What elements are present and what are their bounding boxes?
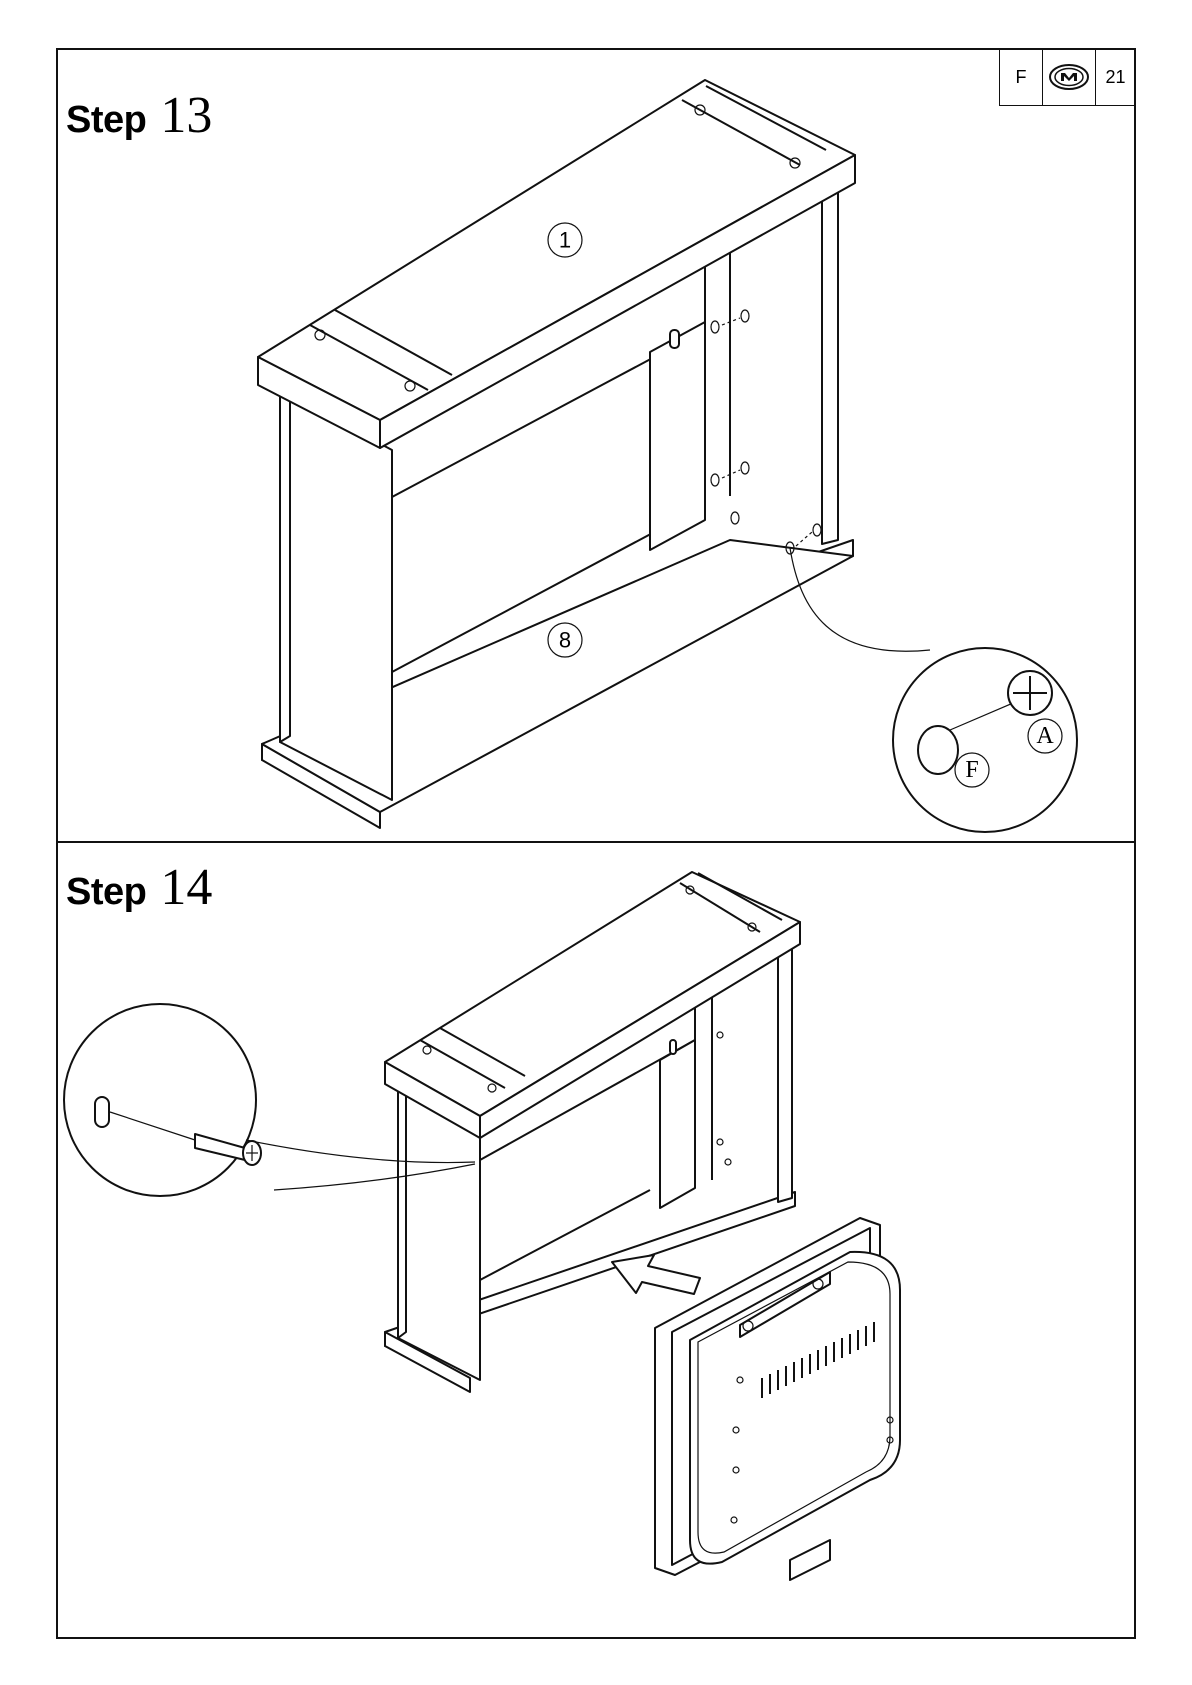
hardware-label-f: F bbox=[965, 757, 978, 783]
part-label-8: 8 bbox=[559, 628, 571, 653]
part-label-1: 1 bbox=[559, 228, 571, 253]
step-13-mantel-drawing: 1 8 A F bbox=[258, 80, 1077, 832]
step-14-mantel-drawing bbox=[64, 872, 900, 1580]
hardware-label-a: A bbox=[1036, 723, 1054, 749]
